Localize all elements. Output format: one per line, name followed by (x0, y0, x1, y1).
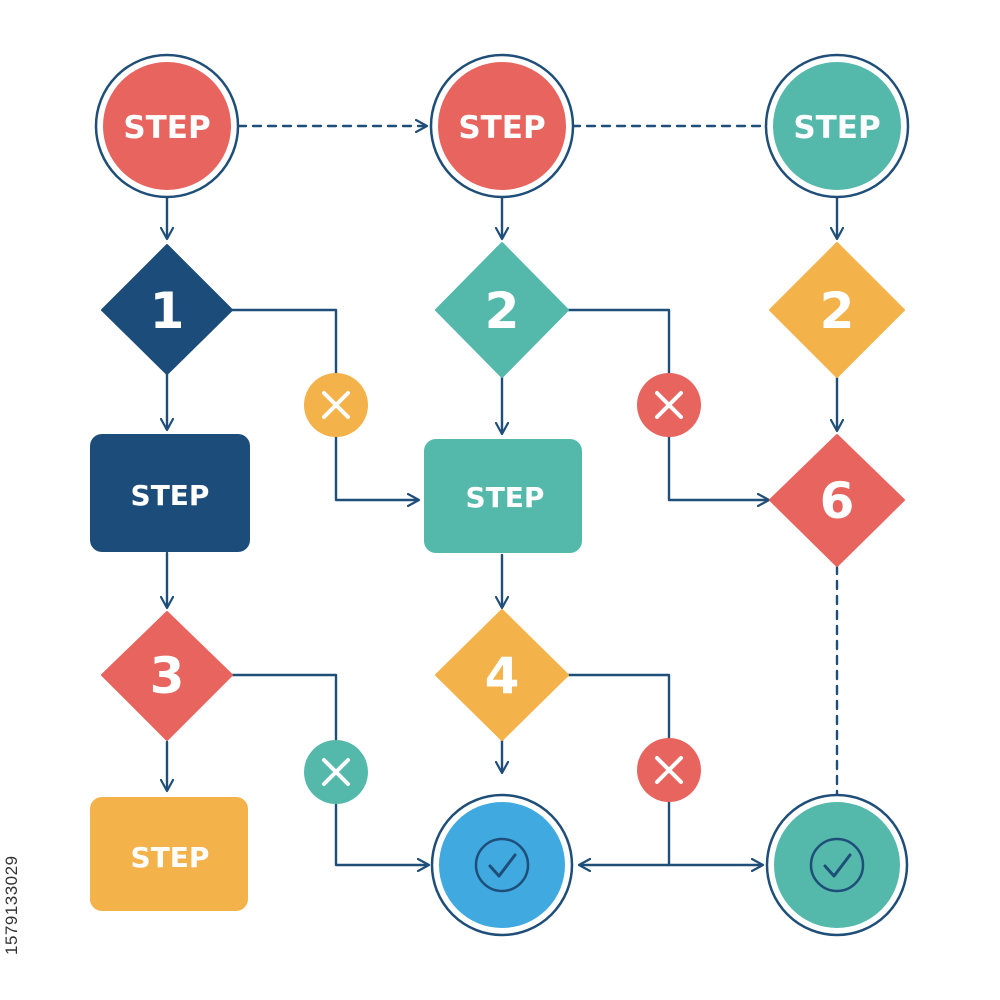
decision-node-2b: 2 (769, 242, 905, 378)
x-icon (322, 391, 350, 419)
reject-badge-1 (304, 373, 368, 437)
process-node-b-label: STEP (466, 481, 545, 514)
done-node-teal (765, 793, 909, 937)
decision-node-1: 1 (101, 244, 233, 375)
x-icon (655, 756, 683, 784)
decision-node-2b-label: 2 (820, 282, 855, 340)
side-id-text: 1579133029 (2, 855, 21, 955)
decision-node-2a-label: 2 (485, 282, 520, 340)
decision-node-4-label: 4 (485, 647, 520, 705)
x-icon (655, 391, 683, 419)
decision-node-4: 4 (435, 609, 569, 741)
start-node-c: STEP (764, 53, 910, 199)
decision-node-6: 6 (769, 434, 905, 567)
start-node-a-label: STEP (123, 110, 210, 146)
reject-badge-3 (304, 740, 368, 804)
decision-node-1-label: 1 (150, 282, 185, 340)
process-node-c-label: STEP (131, 841, 210, 874)
done-node-blue (430, 793, 574, 937)
start-node-c-label: STEP (793, 110, 880, 146)
decision-node-6-label: 6 (820, 472, 855, 530)
start-node-a: STEP (94, 53, 240, 199)
x-icon (322, 758, 350, 786)
process-node-a: STEP (90, 434, 250, 552)
checkmark-icon (474, 837, 530, 893)
start-node-b: STEP (429, 53, 575, 199)
reject-badge-4 (637, 738, 701, 802)
checkmark-icon (809, 837, 865, 893)
reject-badge-2 (637, 373, 701, 437)
decision-node-2a: 2 (435, 242, 569, 378)
process-node-a-label: STEP (131, 479, 210, 512)
decision-node-3-label: 3 (150, 647, 185, 705)
start-node-b-label: STEP (458, 110, 545, 146)
process-node-c: STEP (90, 797, 248, 911)
decision-node-3: 3 (101, 611, 233, 741)
process-node-b: STEP (424, 439, 582, 553)
